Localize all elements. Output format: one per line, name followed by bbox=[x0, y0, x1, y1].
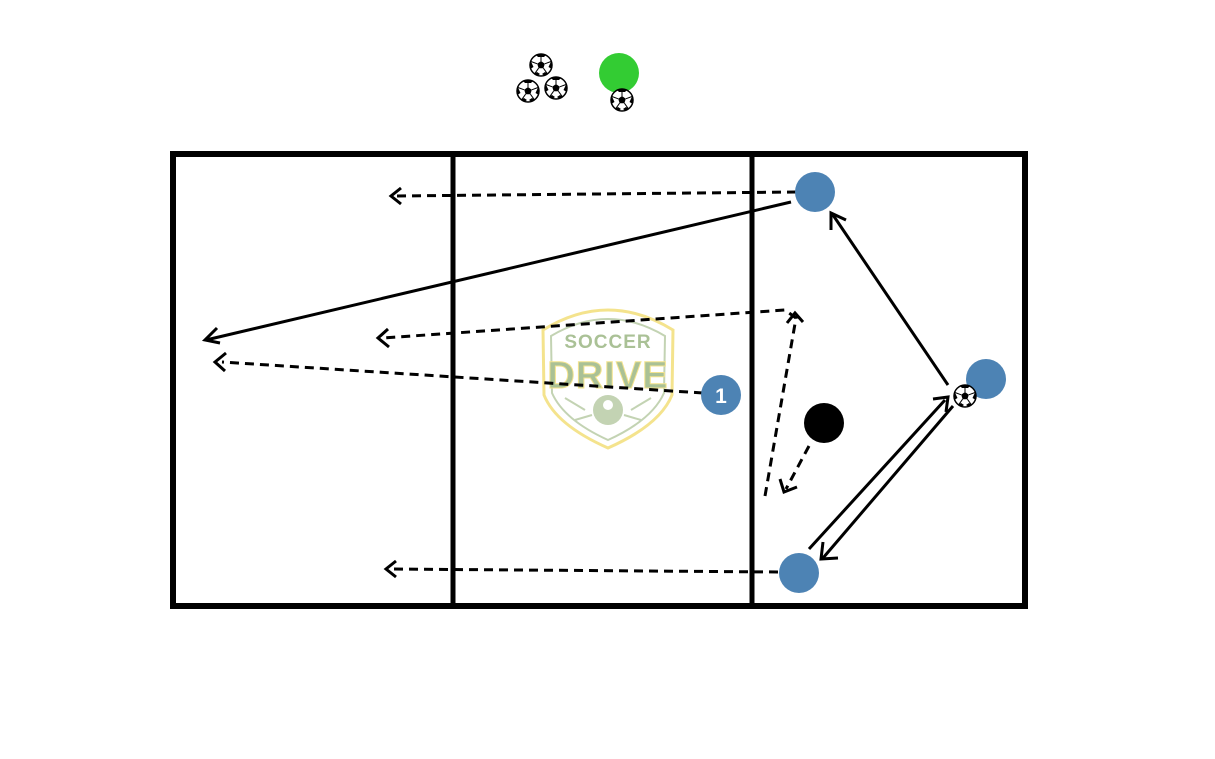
attacker-player-1: 1 bbox=[701, 375, 741, 415]
run-bottom bbox=[389, 567, 779, 574]
arrow-up-right-icon bbox=[932, 395, 950, 413]
pass-wall-back bbox=[821, 405, 955, 559]
arrow-left-icon bbox=[201, 326, 221, 345]
attacker-player-icon bbox=[701, 375, 741, 415]
pass-to-top bbox=[831, 214, 950, 386]
server-player-icon bbox=[599, 53, 639, 93]
pass-long bbox=[205, 200, 792, 342]
arrow-up-icon bbox=[829, 210, 847, 230]
run-arrowheads bbox=[212, 186, 805, 579]
chevron-left-icon bbox=[383, 559, 397, 579]
attacker-player-icon bbox=[966, 359, 1006, 399]
attacker-player-icon bbox=[795, 172, 835, 212]
pitch-boundary bbox=[170, 151, 1028, 609]
player-number-label: 1 bbox=[715, 385, 727, 408]
chevron-left-icon bbox=[375, 327, 390, 349]
logo-line1: SOCCER bbox=[564, 332, 651, 353]
logo-shield-icon bbox=[541, 308, 675, 450]
run-defender-zigzag bbox=[382, 308, 798, 497]
soccer-ball-icon bbox=[953, 384, 977, 408]
chevron-down-icon bbox=[778, 478, 798, 494]
pass-wall-out bbox=[807, 398, 947, 551]
defender-player-icon bbox=[804, 403, 844, 443]
run-top bbox=[394, 190, 797, 198]
run-player-1 bbox=[221, 360, 704, 395]
player-runs bbox=[221, 190, 811, 574]
ball-stack bbox=[516, 53, 568, 103]
soccer-ball-icon bbox=[516, 79, 540, 103]
soccer-ball-icon bbox=[544, 76, 568, 100]
attacker-player-icon bbox=[779, 553, 819, 593]
soccer-ball-icon bbox=[529, 53, 553, 77]
chevron-up-icon bbox=[785, 310, 805, 324]
players: 1 bbox=[701, 172, 1006, 593]
give-and-go bbox=[807, 395, 955, 561]
chevron-left-icon bbox=[212, 351, 227, 373]
arrow-down-left-icon bbox=[819, 541, 839, 561]
logo-line2: DRIVE bbox=[547, 355, 668, 397]
run-defender-recover bbox=[784, 445, 811, 490]
soccer-drive-logo: SOCCER DRIVE bbox=[541, 308, 675, 450]
chevron-left-icon bbox=[388, 186, 402, 206]
passes bbox=[201, 200, 950, 386]
pitch bbox=[170, 151, 1028, 609]
soccer-ball-icon bbox=[610, 88, 634, 112]
